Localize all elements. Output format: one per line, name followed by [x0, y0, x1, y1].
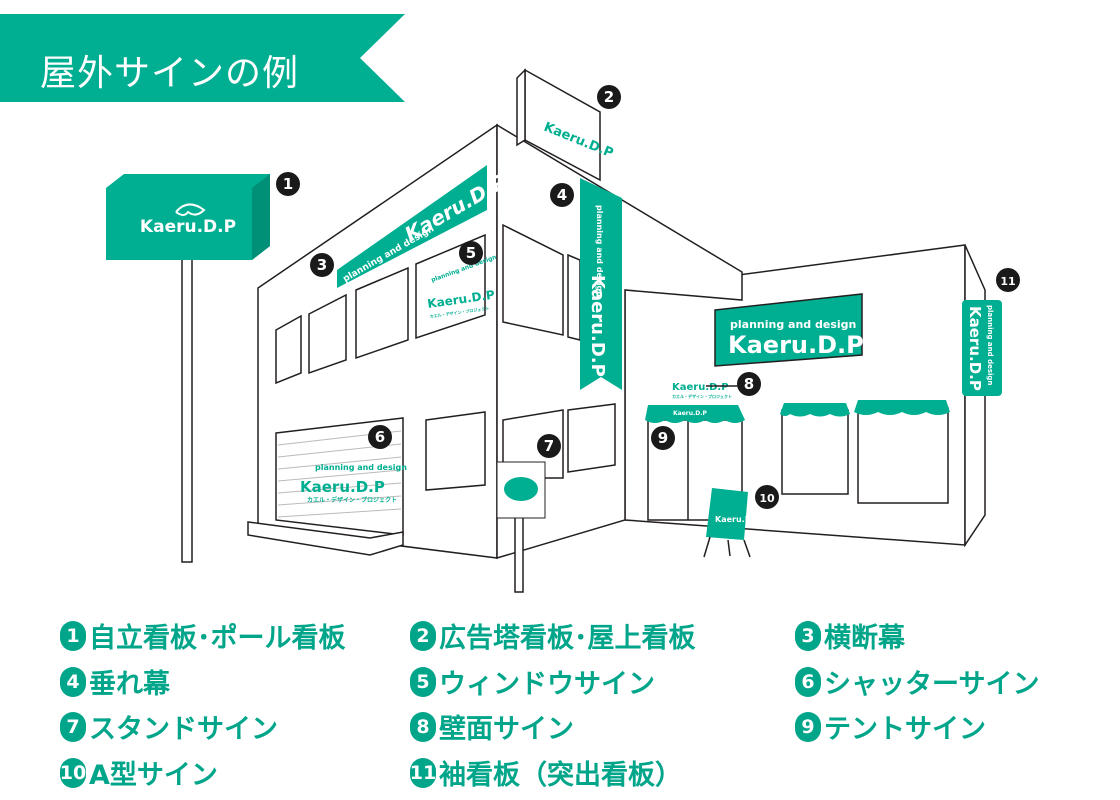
marker-label: 6 — [375, 428, 385, 446]
markers: 1 2 3 4 5 6 7 8 9 10 11 — [276, 85, 1020, 509]
wall-sign — [714, 293, 863, 367]
marker-label: 1 — [283, 175, 293, 193]
tent-sign — [645, 405, 745, 423]
wall-text: Kaeru.D.P — [728, 331, 864, 359]
marker-3 — [310, 253, 334, 277]
hanging-tagline: planning and design — [595, 205, 604, 297]
pole-sign-text: Kaeru.D.P — [140, 217, 236, 237]
step — [247, 521, 404, 556]
window — [308, 293, 347, 375]
marker-6 — [368, 425, 392, 449]
shutter-text: Kaeru.D.P — [300, 478, 385, 496]
marker-label: 10 — [759, 492, 775, 505]
tent-text: Kaeru.D.P — [673, 410, 708, 417]
marker-label: 5 — [466, 244, 476, 262]
hanging-banner — [580, 178, 622, 390]
projecting-sign — [962, 300, 1002, 396]
window — [502, 223, 564, 336]
projecting-text: Kaeru.D.P — [966, 306, 984, 391]
page-title: 屋外サインの例 — [40, 53, 300, 94]
rooftop-sign-side — [516, 68, 526, 147]
awning — [780, 403, 850, 417]
horizontal-banner — [337, 165, 487, 288]
marker-label: 7 — [544, 437, 554, 455]
sign-pole — [181, 249, 193, 563]
pole-sign-side — [252, 174, 270, 260]
marker-label: 8 — [744, 375, 754, 393]
hanging-text: Kaeru.D.P — [587, 275, 608, 377]
title-banner: 屋外サインの例 — [0, 14, 410, 102]
marker-11 — [996, 268, 1020, 292]
projecting-tagline: planning and design — [986, 305, 994, 385]
stand-pole — [514, 509, 524, 593]
window — [857, 407, 949, 504]
marker-7 — [537, 434, 561, 458]
marker-9 — [651, 426, 675, 450]
frog-icon — [175, 203, 206, 216]
a-frame-legs — [703, 536, 751, 558]
window — [502, 409, 564, 479]
window — [355, 266, 409, 360]
wall-small-text: Kaeru.D.P — [672, 382, 729, 393]
marker-label: 4 — [557, 186, 567, 204]
marker-1 — [276, 172, 300, 196]
awning — [854, 400, 950, 415]
stand-sign-logo — [504, 477, 538, 501]
marker-label: 3 — [317, 256, 327, 274]
wall-tagline: planning and design — [730, 318, 856, 331]
marker-10 — [755, 485, 779, 509]
a-frame-sign — [706, 488, 748, 540]
pole-sign-box — [106, 174, 270, 260]
a-frame-text: Kaeru.D.P — [715, 515, 760, 524]
shutter-tagline: planning and design — [315, 463, 407, 472]
marker-label: 11 — [1000, 275, 1015, 288]
marker-label: 9 — [658, 429, 668, 447]
marker-5 — [459, 241, 483, 265]
window — [275, 314, 302, 385]
marker-8 — [737, 372, 761, 396]
window — [567, 253, 581, 341]
window — [781, 409, 849, 495]
wall-small-sub: カエル・デザイン・プロジェクト — [672, 393, 732, 399]
window — [425, 411, 486, 491]
title-banner-shape — [0, 14, 405, 102]
marker-4 — [550, 183, 574, 207]
marker-2 — [597, 85, 621, 109]
marker-label: 2 — [604, 88, 614, 106]
window — [567, 403, 616, 473]
shutter-sub: カエル・デザイン・プロジェクト — [307, 496, 397, 504]
